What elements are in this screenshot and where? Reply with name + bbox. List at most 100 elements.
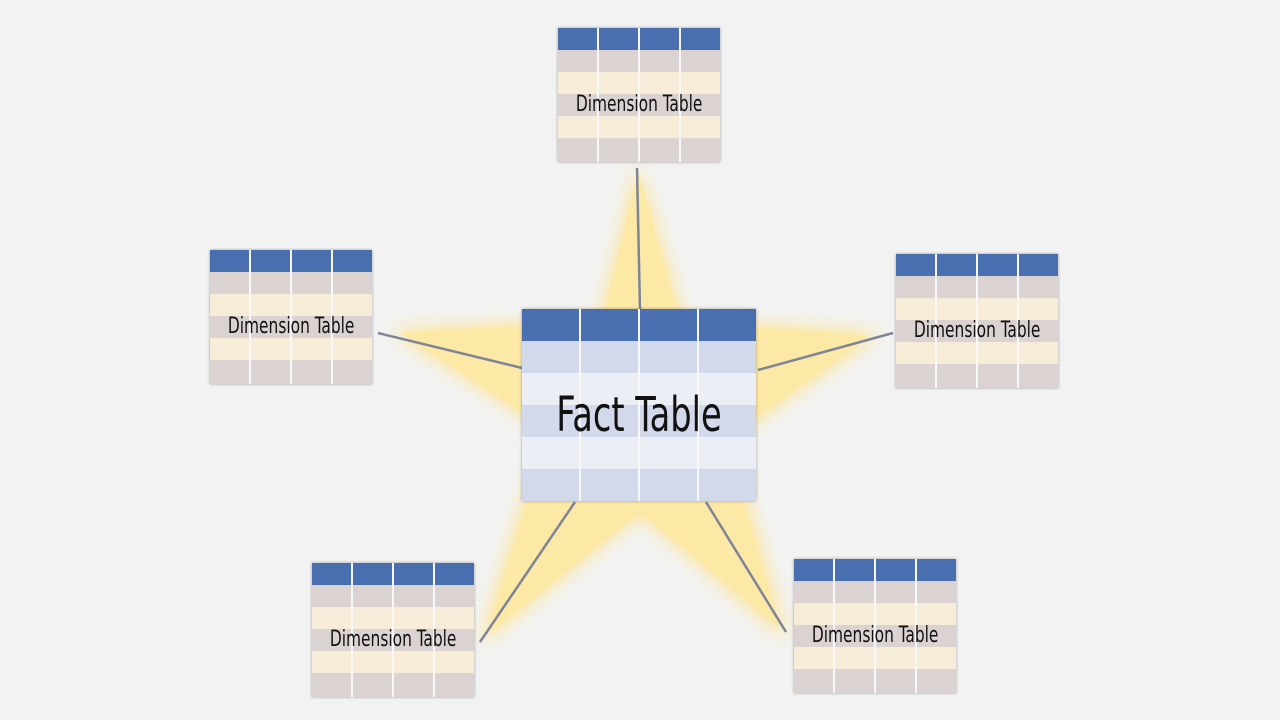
table-cell [522,341,579,373]
table-cell [581,373,638,405]
table-cell [896,276,935,298]
table-cell [917,647,956,669]
header-cell [353,563,392,585]
table-cell [435,585,474,607]
header-cell [522,309,579,341]
table-cell [353,629,392,651]
table-cell [1019,342,1058,364]
table-cell [896,298,935,320]
table-cell [333,338,372,360]
table-cell [312,629,351,651]
table-cell [333,272,372,294]
table-cell [558,50,597,72]
table-cell [435,629,474,651]
table-cell [1019,320,1058,342]
table-cell [353,651,392,673]
connector-bottom-left [478,501,577,643]
table-cell [251,294,290,316]
header-cell [394,563,433,585]
table-cell [640,437,697,469]
table-cell [937,364,976,388]
table-cell [917,669,956,693]
table-cell [835,603,874,625]
table-cell [835,669,874,693]
fact-table: Fact Table [522,309,756,501]
header-cell [312,563,351,585]
table-cell [1019,364,1058,388]
table-cell [699,405,756,437]
table-cell [558,94,597,116]
table-cell [699,437,756,469]
table-cell [640,138,679,162]
table-cell [522,469,579,501]
table-cell [599,72,638,94]
table-cell [640,50,679,72]
table-cell [333,294,372,316]
table-cell [681,116,720,138]
dimension-table-top: Dimension Table [558,28,720,162]
table-cell [681,50,720,72]
table-cell [937,298,976,320]
table-cell [835,581,874,603]
header-cell [978,254,1017,276]
connector-left [377,331,523,370]
table-cell [699,341,756,373]
header-cell [581,309,638,341]
table-cell [394,651,433,673]
table-cell [978,364,1017,388]
table-cell [978,342,1017,364]
table-cell [1019,298,1058,320]
connector-bottom-right [704,501,788,633]
table-cell [599,116,638,138]
table-cell [978,320,1017,342]
table-cell [210,272,249,294]
table-cell [251,316,290,338]
table-cell [581,405,638,437]
table-cell [353,673,392,697]
header-cell [699,309,756,341]
table-cell [292,338,331,360]
table-cell [251,338,290,360]
table-cell [978,298,1017,320]
table-cell [699,373,756,405]
table-cell [640,72,679,94]
header-cell [876,559,915,581]
table-cell [435,651,474,673]
table-cell [599,50,638,72]
table-cell [640,373,697,405]
dimension-table-right: Dimension Table [896,254,1058,388]
table-cell [292,360,331,384]
table-cell [640,116,679,138]
header-cell [435,563,474,585]
dimension-table-bottom-left: Dimension Table [312,563,474,697]
table-cell [937,342,976,364]
table-cell [312,673,351,697]
table-cell [522,373,579,405]
dimension-table-bottom-right: Dimension Table [794,559,956,693]
table-cell [681,72,720,94]
table-cell [394,629,433,651]
table-cell [835,625,874,647]
header-cell [937,254,976,276]
header-cell [681,28,720,50]
table-cell [292,272,331,294]
connector-top [635,167,642,311]
table-cell [640,405,697,437]
table-cell [353,607,392,629]
table-cell [794,625,833,647]
header-cell [640,28,679,50]
table-cell [522,405,579,437]
table-cell [333,316,372,338]
table-cell [896,342,935,364]
table-cell [917,581,956,603]
table-cell [312,585,351,607]
table-cell [876,581,915,603]
table-cell [210,338,249,360]
table-cell [640,341,697,373]
header-cell [251,250,290,272]
table-cell [210,316,249,338]
table-cell [699,469,756,501]
table-cell [251,272,290,294]
connector-right [757,331,894,372]
table-cell [917,603,956,625]
